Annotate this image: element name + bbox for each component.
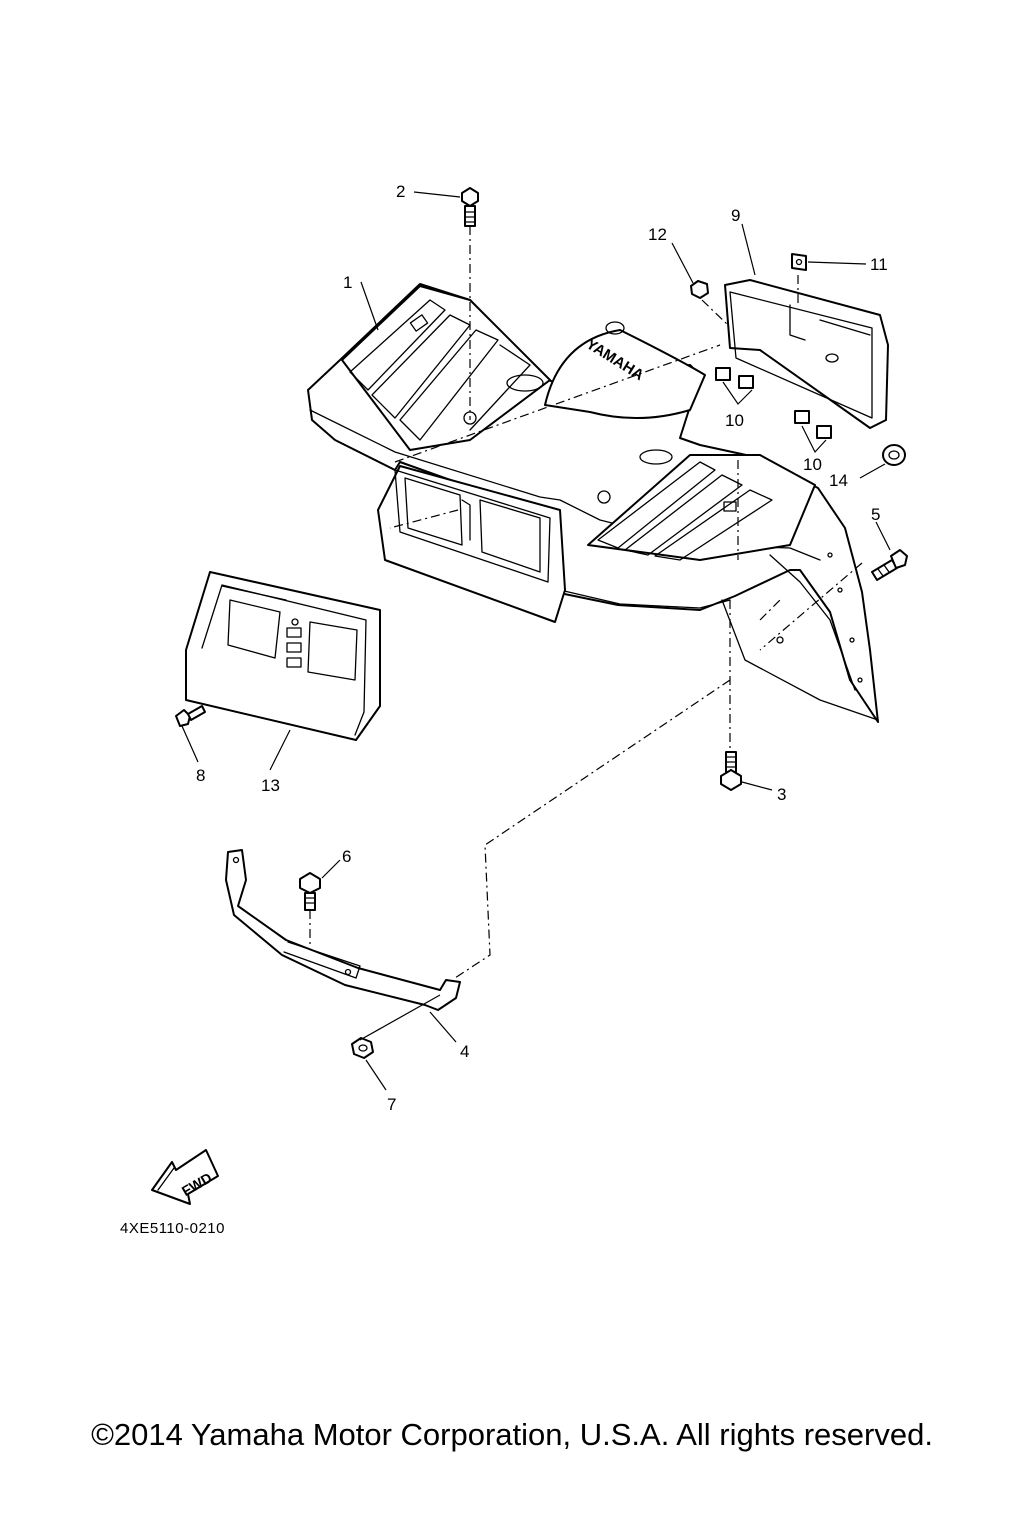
alignment-lines: [309, 226, 863, 979]
callout-3: 3: [777, 785, 786, 804]
bolt: [461, 187, 479, 227]
callout-14: 14: [829, 471, 848, 490]
callout-7: 7: [387, 1095, 396, 1114]
callout-5: 5: [871, 505, 880, 524]
callout-9: 9: [731, 206, 740, 225]
callout-10-left: 10: [725, 411, 744, 430]
callout-6: 6: [342, 847, 351, 866]
headlight-housing-frame: [377, 465, 566, 623]
clip-set-left: [715, 367, 754, 389]
grommet: [882, 444, 906, 466]
fwd-arrow-icon: FWD: [151, 1149, 219, 1205]
bolt: [720, 751, 742, 791]
callout-13: 13: [261, 776, 280, 795]
callout-2: 2: [396, 182, 405, 201]
copyright-notice: ©2014 Yamaha Motor Corporation, U.S.A. A…: [91, 1417, 933, 1452]
callout-4: 4: [460, 1042, 469, 1061]
clip-nut: [791, 253, 807, 271]
leader-lines: [181, 191, 891, 1091]
callout-8: 8: [196, 766, 205, 785]
callout-11: 11: [870, 255, 888, 274]
bolt: [299, 872, 321, 911]
headlight-cover: [185, 571, 381, 741]
callout-12: 12: [648, 225, 667, 244]
stay-bracket: [225, 849, 461, 1011]
callout-10-right: 10: [803, 455, 822, 474]
grommet-nut: [690, 280, 709, 299]
nut: [351, 1037, 374, 1059]
diagram-code: 4XE5110-0210: [120, 1220, 225, 1237]
callout-labels: 1 2 3 4 5 6 7 8 9 10 10 11 12 13 14: [196, 182, 888, 1114]
screw: [175, 705, 206, 727]
front-fender-body: YAMAHA: [307, 283, 879, 723]
callout-1: 1: [343, 273, 352, 292]
clip-set-right: [794, 410, 832, 439]
bolt: [871, 549, 908, 581]
lamp-bracket: [724, 279, 889, 429]
